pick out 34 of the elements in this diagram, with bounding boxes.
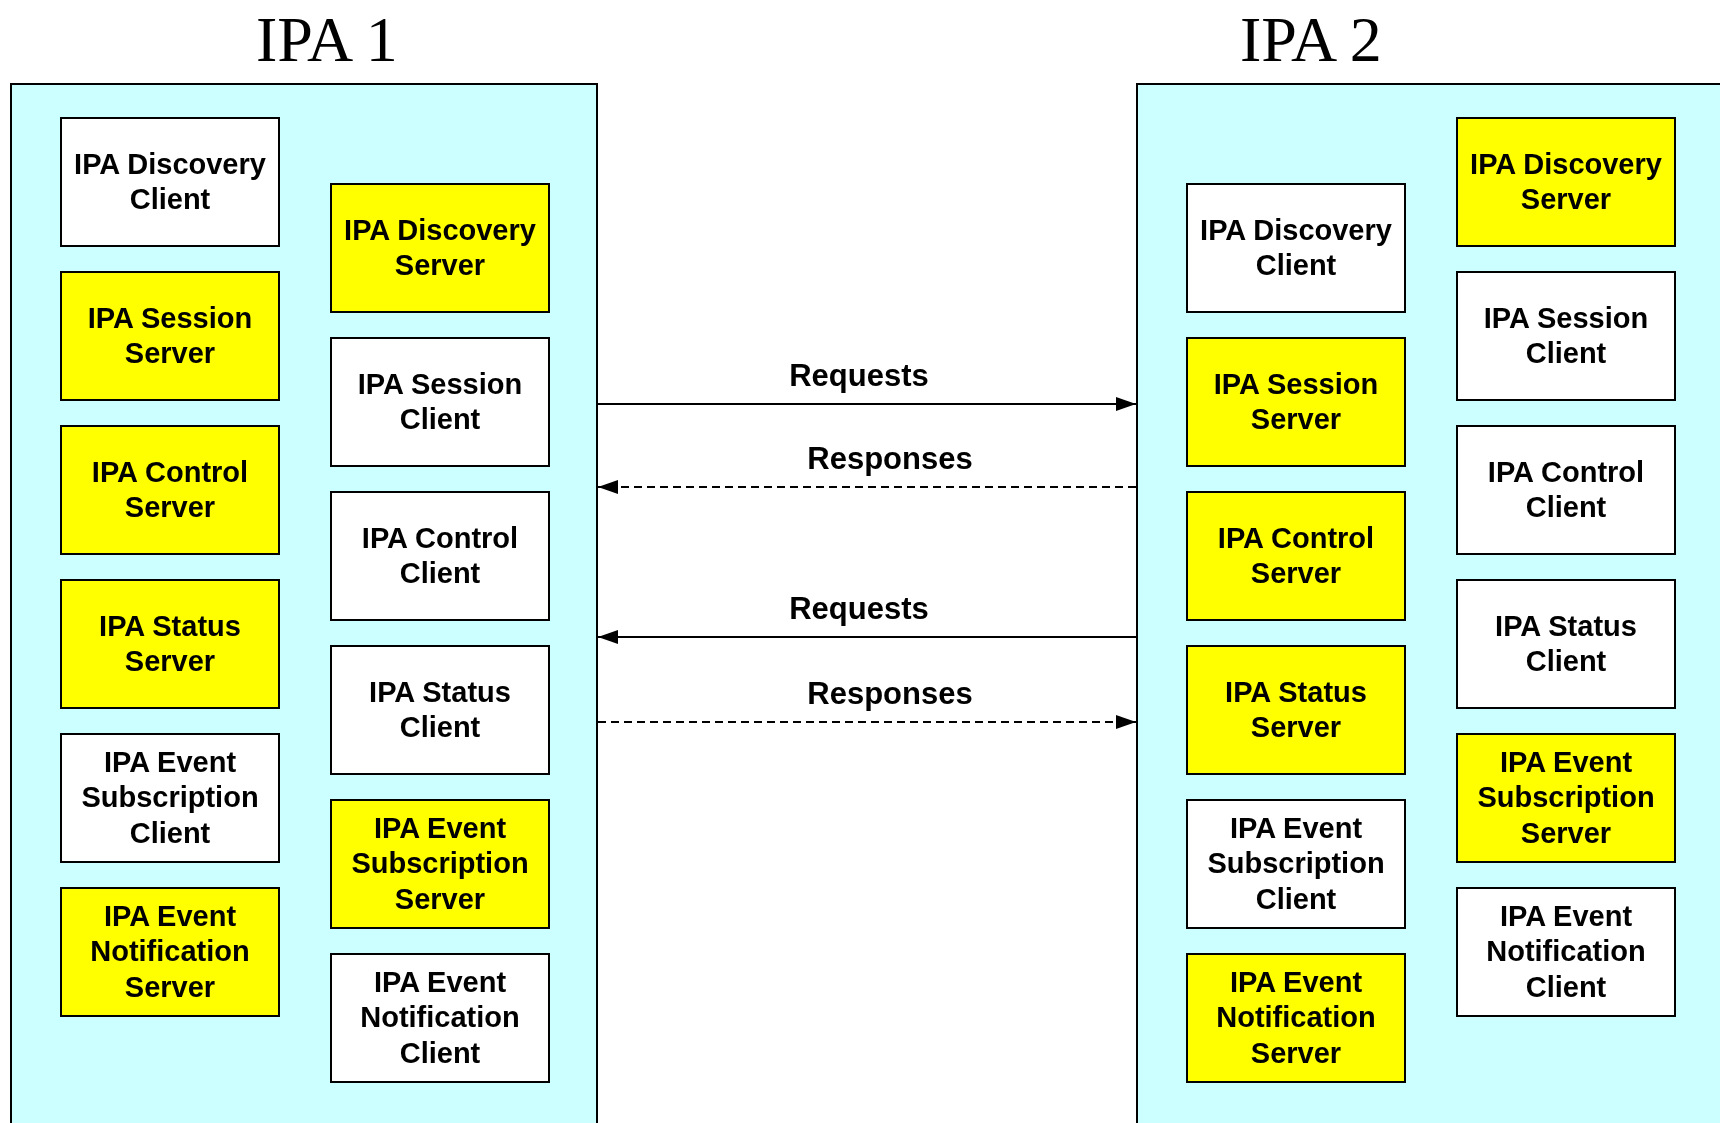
arrow [597, 397, 1137, 411]
edge-label: Requests [789, 360, 929, 391]
component-box: IPA Control Server [60, 425, 280, 555]
component-box: IPA Event Notification Client [330, 953, 550, 1083]
component-box: IPA Session Server [60, 271, 280, 401]
component-box: IPA Status Client [1456, 579, 1676, 709]
component-box: IPA Event Subscription Client [1186, 799, 1406, 929]
group-title: IPA 1 [256, 8, 398, 72]
arrow [597, 715, 1137, 729]
component-box: IPA Session Server [1186, 337, 1406, 467]
component-box: IPA Event Subscription Server [1456, 733, 1676, 863]
component-box: IPA Discovery Server [330, 183, 550, 313]
component-box: IPA Status Server [60, 579, 280, 709]
arrow [597, 630, 1137, 644]
component-box: IPA Discovery Client [1186, 183, 1406, 313]
arrow [597, 480, 1137, 494]
component-box: IPA Discovery Server [1456, 117, 1676, 247]
component-box: IPA Session Client [1456, 271, 1676, 401]
component-box: IPA Control Client [1456, 425, 1676, 555]
group-title: IPA 2 [1240, 8, 1382, 72]
component-box: IPA Status Client [330, 645, 550, 775]
component-box: IPA Discovery Client [60, 117, 280, 247]
component-box: IPA Event Subscription Server [330, 799, 550, 929]
component-box: IPA Event Notification Server [1186, 953, 1406, 1083]
edge-label: Responses [807, 443, 973, 474]
component-box: IPA Event Notification Client [1456, 887, 1676, 1017]
component-box: IPA Control Client [330, 491, 550, 621]
component-box: IPA Control Server [1186, 491, 1406, 621]
edge-label: Responses [807, 678, 973, 709]
component-box: IPA Event Notification Server [60, 887, 280, 1017]
edge-label: Requests [789, 593, 929, 624]
component-box: IPA Event Subscription Client [60, 733, 280, 863]
component-box: IPA Status Server [1186, 645, 1406, 775]
component-box: IPA Session Client [330, 337, 550, 467]
